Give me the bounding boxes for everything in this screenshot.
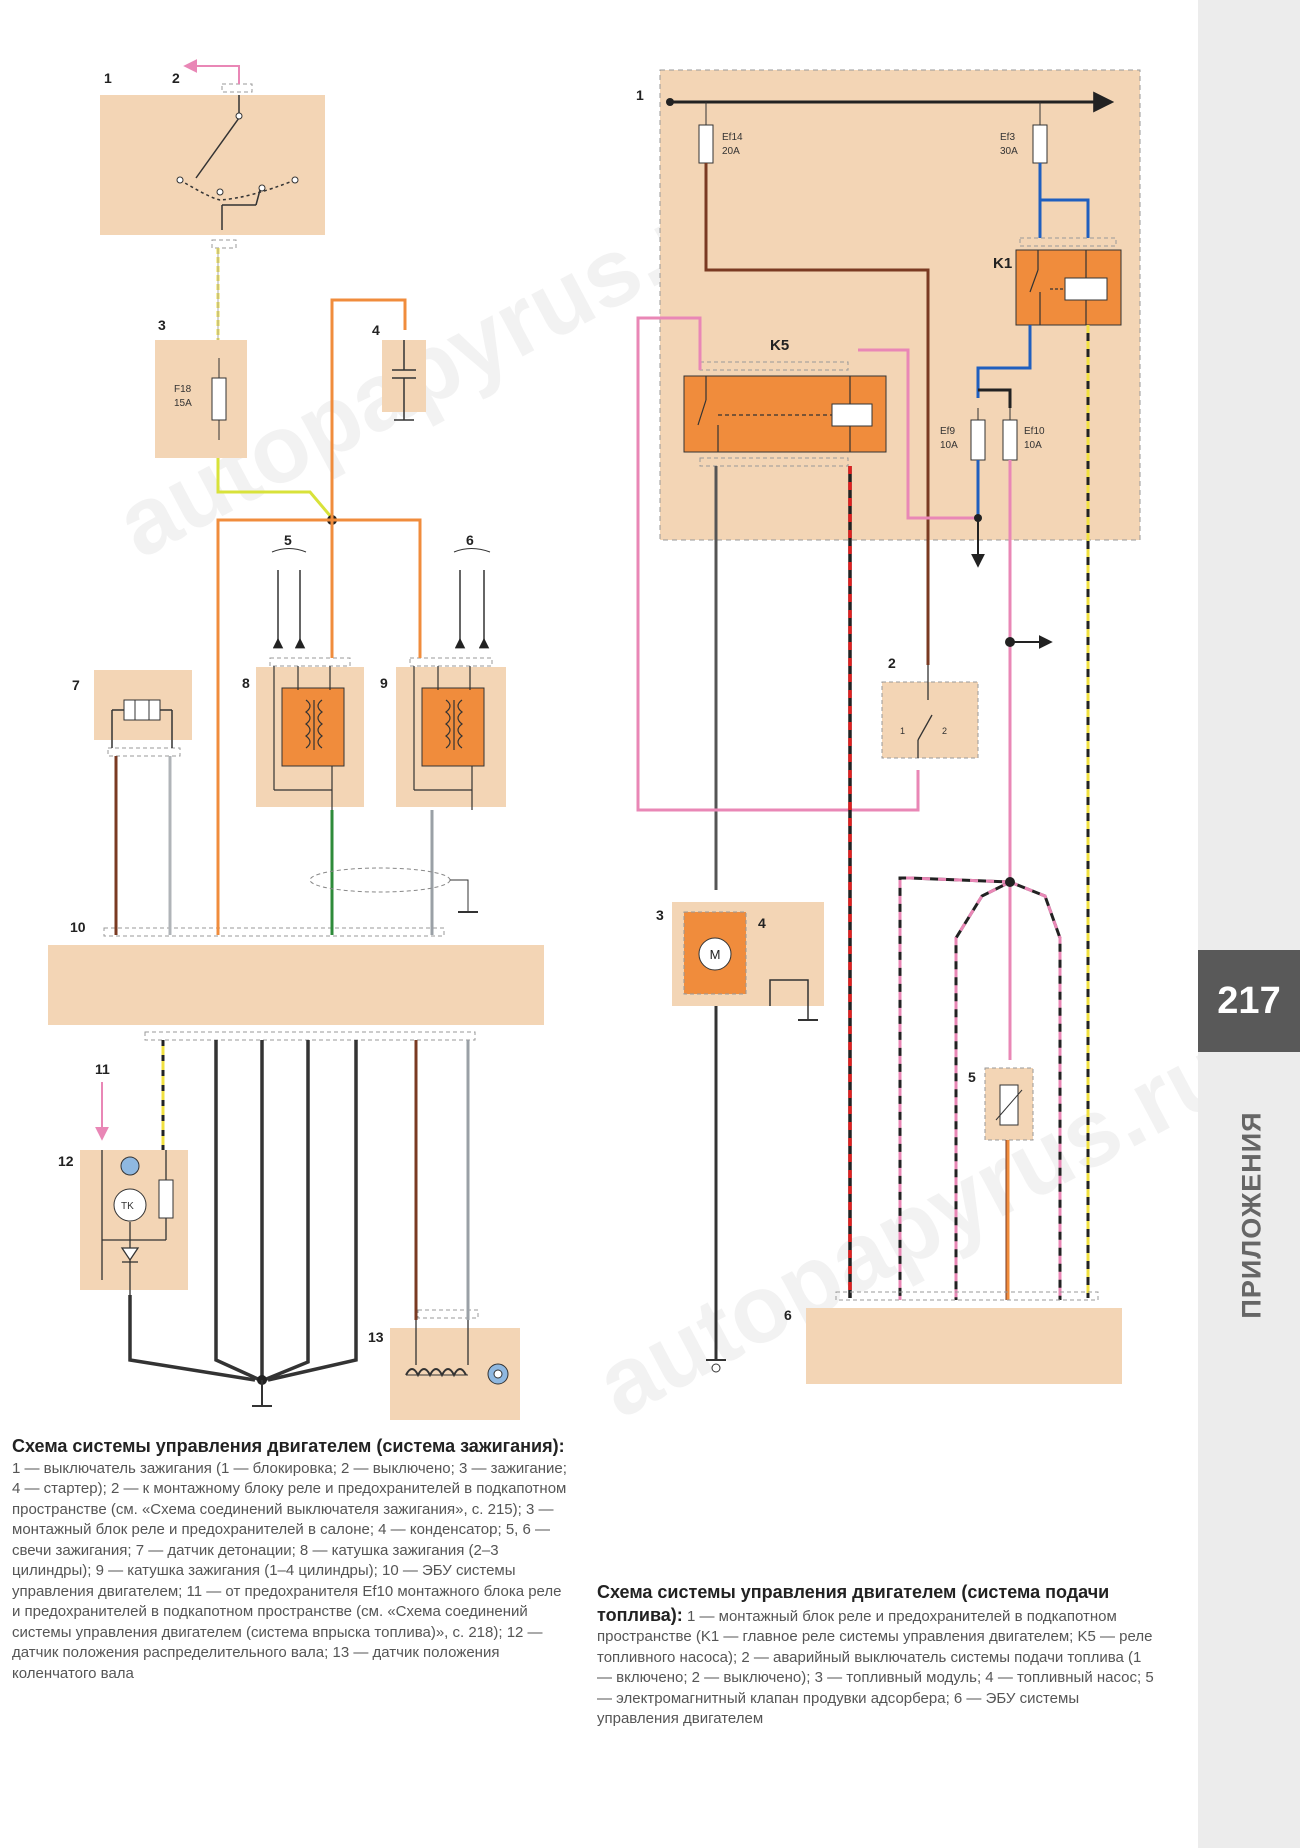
ignition-caption-legend: 1 — выключатель зажигания (1 — блокировк… <box>12 1459 567 1682</box>
section-title-vertical: ПРИЛОЖЕНИЯ <box>1222 1085 1282 1345</box>
label-ign-9: 9 <box>380 675 388 691</box>
svg-text:TK: TK <box>121 1201 134 1212</box>
label-ign-12: 12 <box>58 1153 74 1169</box>
fuse-ef10-rating: 10A <box>1024 440 1042 451</box>
fuse-ef14-rating: 20A <box>722 146 740 157</box>
label-fuel-5: 5 <box>968 1069 976 1085</box>
cabin-fuse-block-box <box>155 340 247 458</box>
fuel-pump-motor-symbol: M <box>710 947 721 962</box>
ecu-box-right <box>806 1308 1122 1384</box>
inertia-switch-box <box>881 681 979 759</box>
page-number: 217 <box>1198 950 1300 1052</box>
relay-k5-label: K5 <box>770 337 789 354</box>
wiring-diagram-canvas: autopapyrus.ru autopapyrus.ru <box>48 59 1198 1439</box>
ecu-box-left <box>48 945 544 1025</box>
fuel-caption: Схема системы управления двигателем (сис… <box>597 1582 1159 1730</box>
fuse-ef10-name: Ef10 <box>1024 426 1045 437</box>
ignition-diagram: F18 15A <box>48 59 544 1420</box>
label-ign-13: 13 <box>368 1329 384 1345</box>
section-title: ПРИЛОЖЕНИЯ <box>1236 1111 1267 1319</box>
fuse-f18 <box>211 377 227 421</box>
ignition-caption-title: Схема системы управления двигателем (сис… <box>12 1436 565 1456</box>
fuse-ef14-name: Ef14 <box>722 132 743 143</box>
fuse-f18-rating: 15A <box>174 398 192 409</box>
fuse-ef3 <box>1032 124 1048 164</box>
label-fuel-2: 2 <box>888 655 896 671</box>
label-ign-2: 2 <box>172 70 180 86</box>
svg-text:1: 1 <box>900 726 905 736</box>
fuel-caption-title: Схема системы управления двигателем (сис… <box>597 1582 1110 1625</box>
label-ign-1: 1 <box>104 70 112 86</box>
label-fuel-6: 6 <box>784 1307 792 1323</box>
fuse-ef3-rating: 30A <box>1000 146 1018 157</box>
label-fuel-4: 4 <box>758 915 766 931</box>
fuse-ef9-name: Ef9 <box>940 426 955 437</box>
ignition-switch-box <box>100 95 325 235</box>
ignition-caption: Схема системы управления двигателем (сис… <box>12 1436 567 1684</box>
label-ign-11: 11 <box>95 1061 110 1077</box>
fuse-ef14 <box>698 124 714 164</box>
side-strip <box>1198 0 1300 1848</box>
label-fuel-3: 3 <box>656 907 664 923</box>
fuel-diagram: Ef14 20A Ef3 30A K1 Ef9 10A Ef10 10A <box>636 69 1141 1384</box>
fuse-f18-name: F18 <box>174 384 192 395</box>
label-ign-4: 4 <box>372 322 380 338</box>
fuse-ef9 <box>970 419 986 461</box>
fuse-ef9-rating: 10A <box>940 440 958 451</box>
relay-k1-label: K1 <box>993 255 1012 272</box>
label-ign-10: 10 <box>70 919 86 935</box>
fuel-caption-legend: 1 — монтажный блок реле и предохранителе… <box>597 1607 1154 1728</box>
svg-text:2: 2 <box>942 726 947 736</box>
label-ign-6: 6 <box>466 532 474 548</box>
label-ign-7: 7 <box>72 677 80 693</box>
label-ign-5: 5 <box>284 532 292 548</box>
label-ign-3: 3 <box>158 317 166 333</box>
fuse-ef3-name: Ef3 <box>1000 132 1015 143</box>
fuse-ef10 <box>1002 419 1018 461</box>
label-ign-8: 8 <box>242 675 250 691</box>
label-fuel-1: 1 <box>636 87 644 103</box>
